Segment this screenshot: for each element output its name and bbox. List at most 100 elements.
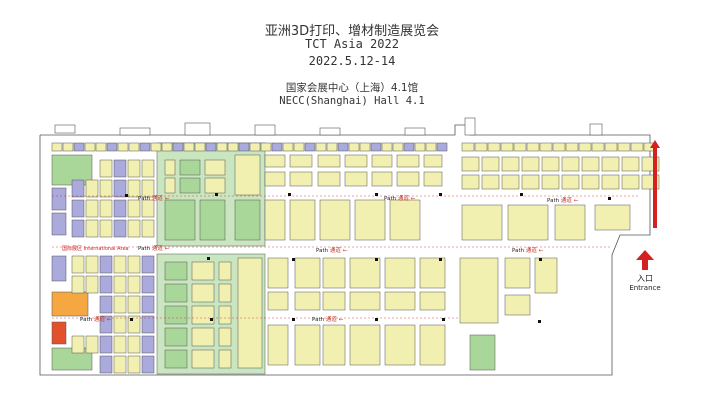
exhibition-dates: 2022.5.12-14 [308,54,396,68]
booth-east-north [561,156,580,172]
booth-nz [204,159,226,176]
path-label-6: Path 通道 ← [512,248,544,254]
booth-west [99,219,113,238]
top-row-booth [205,142,217,152]
top-row-booth [249,142,261,152]
top-row-booth [414,142,426,152]
booth-east-b [507,204,549,241]
top-row-booth-east [500,142,514,152]
booth-sz [191,349,215,369]
booth-sw [85,255,99,274]
exhibition-title-cn: 亚洲3D打印、增材制造展览会 [264,24,440,39]
top-row-booth [161,142,173,152]
booth-central-north [317,154,341,168]
booth-west [99,199,113,218]
pillar [439,258,442,261]
top-row-booth [150,142,162,152]
booth-west [141,219,155,238]
booth-sz [218,327,232,347]
booth-east-d [594,204,631,231]
top-row-booth-east [552,142,566,152]
booth-east-north-2 [481,174,500,190]
booth-central-south [349,291,381,311]
top-row-booth [381,142,393,152]
booth-west-purple-1 [51,187,67,211]
top-row-booth [403,142,415,152]
booth-central-north [319,199,351,241]
entrance-arrow-shaft [642,260,648,270]
pillar [375,193,378,196]
top-row-booth [84,142,96,152]
booth-central-north [354,199,386,241]
top-row-booth [51,142,63,152]
top-row-booth-east [604,142,618,152]
booth-sz [191,327,215,347]
wall-detail-4 [319,127,341,136]
booth-east-north-2 [561,174,580,190]
venue-name-cn: 国家会展中心（上海）4.1馆 [285,82,419,94]
booth-sz [164,349,188,369]
booth-sz [218,261,232,281]
booth-west [85,199,99,218]
top-row-booth [260,142,272,152]
booth-central-north [423,171,443,187]
pillar [442,318,445,321]
booth-central-north [264,171,286,187]
booth-central-north [344,154,368,168]
booth-central-south [294,291,321,311]
pillar [288,193,291,196]
booth-sw [71,335,85,354]
booth-west [127,179,141,198]
booth-west [127,219,141,238]
booth-central-south [384,257,416,289]
booth-central-north [344,171,368,187]
booth-sz-strip [237,257,263,369]
booth-central-north [423,154,443,168]
booth-sw [141,355,155,374]
booth-sw [113,295,127,314]
booth-east-north [521,156,540,172]
booth-sw [141,295,155,314]
top-row-booth [436,142,448,152]
booth-sw [71,255,85,274]
wall-detail-3 [254,124,276,136]
booth-sw [113,335,127,354]
booth-nz [204,177,226,194]
booth-central-north [289,154,313,168]
pillar [538,320,541,323]
booth-sz [218,349,232,369]
top-row-booth [370,142,382,152]
top-row-booth [194,142,206,152]
top-row-booth-east [474,142,488,152]
path-label-1: Path 通道 ← [138,196,170,202]
top-row-booth [139,142,151,152]
booth-east-north-2 [601,174,620,190]
booth-central-south [267,324,289,366]
booth-east-north [621,156,640,172]
booth-sz [164,327,188,347]
booth-central-south [294,257,321,289]
wall-detail-1 [119,127,151,136]
entrance-label-en: Entrance [629,284,661,292]
booth-east-north-2 [581,174,600,190]
booth-west [127,199,141,218]
top-row-booth [73,142,85,152]
booth-central-north [371,171,393,187]
booth-west-purple-2 [51,212,67,236]
booth-west [85,179,99,198]
booth-sw [127,275,141,294]
pillar [215,193,218,196]
booth-central-south [419,257,446,289]
top-row-booth [95,142,107,152]
path-label-8: Path 通道 ← [80,317,112,323]
pillar [375,318,378,321]
booth-central-north [264,154,286,168]
booth-west [85,219,99,238]
booth-sw [99,335,113,354]
booth-west [141,179,155,198]
booth-east-north [541,156,560,172]
booth-central-south [384,324,416,366]
top-row-booth [293,142,305,152]
